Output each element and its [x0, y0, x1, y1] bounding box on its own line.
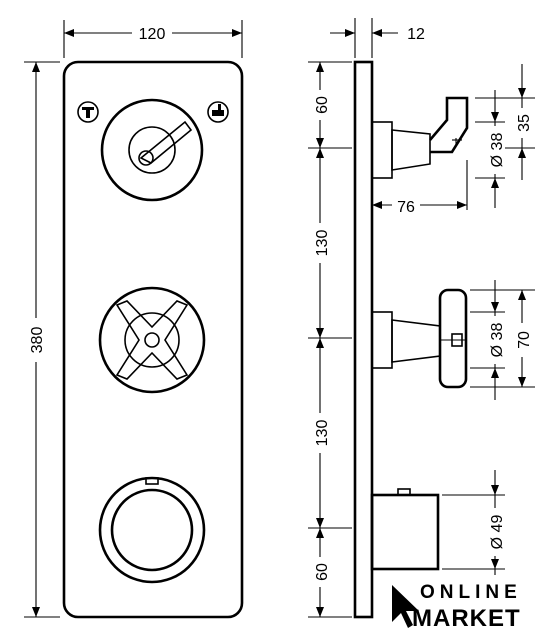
dim-thermostat-diameter-label: Ø 49 [489, 515, 506, 550]
dim-spacing-lower-label: 130 [314, 420, 331, 447]
cursor-icon [392, 585, 419, 628]
dimension-handle-height: 35 [475, 64, 535, 180]
dim-width-label: 120 [139, 26, 166, 43]
dim-top-offset-label: 60 [314, 96, 331, 114]
dim-valve1-diameter-label: Ø 38 [489, 133, 506, 168]
logo-line2: MARKET [412, 605, 521, 632]
dimension-chain-left: 60 130 130 60 [308, 61, 352, 618]
dim-bottom-offset-label: 60 [314, 563, 331, 581]
dimension-width: 120 [63, 20, 243, 58]
front-view: 120 380 [24, 20, 244, 619]
middle-valve-profile [371, 288, 468, 389]
dimension-valve2-diameter: Ø 38 [470, 280, 506, 400]
dimension-valve1-diameter: Ø 38 [475, 90, 506, 208]
dim-handwheel-height-label: 70 [516, 331, 533, 349]
diverter-knob [100, 98, 204, 202]
dimension-projection: 76 [372, 160, 468, 216]
dimension-thermostat-diameter: Ø 49 [442, 470, 506, 575]
thermostat-ring [98, 476, 206, 584]
side-view: 12 60 130 130 60 [308, 18, 535, 619]
side-plate [353, 60, 374, 619]
dim-projection-label: 76 [397, 199, 415, 216]
tub-icon [77, 101, 99, 123]
dimension-handwheel-height: 70 [470, 289, 535, 388]
dim-spacing-upper-label: 130 [314, 230, 331, 257]
cross-handle [98, 286, 206, 394]
watermark-logo: ONLINE MARKET [380, 576, 559, 640]
logo-line1: ONLINE [420, 582, 522, 603]
dim-valve2-diameter-label: Ø 38 [489, 323, 506, 358]
dim-handle-height-label: 35 [516, 114, 533, 132]
dimension-plate-thickness: 12 [330, 18, 425, 58]
dim-height-label: 380 [29, 327, 46, 354]
thermostat-profile [370, 488, 440, 571]
dim-plate-thickness-label: 12 [407, 26, 425, 43]
front-plate [62, 60, 244, 619]
shower-icon [207, 101, 229, 123]
upper-valve-profile [371, 96, 469, 179]
dimension-height: 380 [24, 61, 60, 618]
